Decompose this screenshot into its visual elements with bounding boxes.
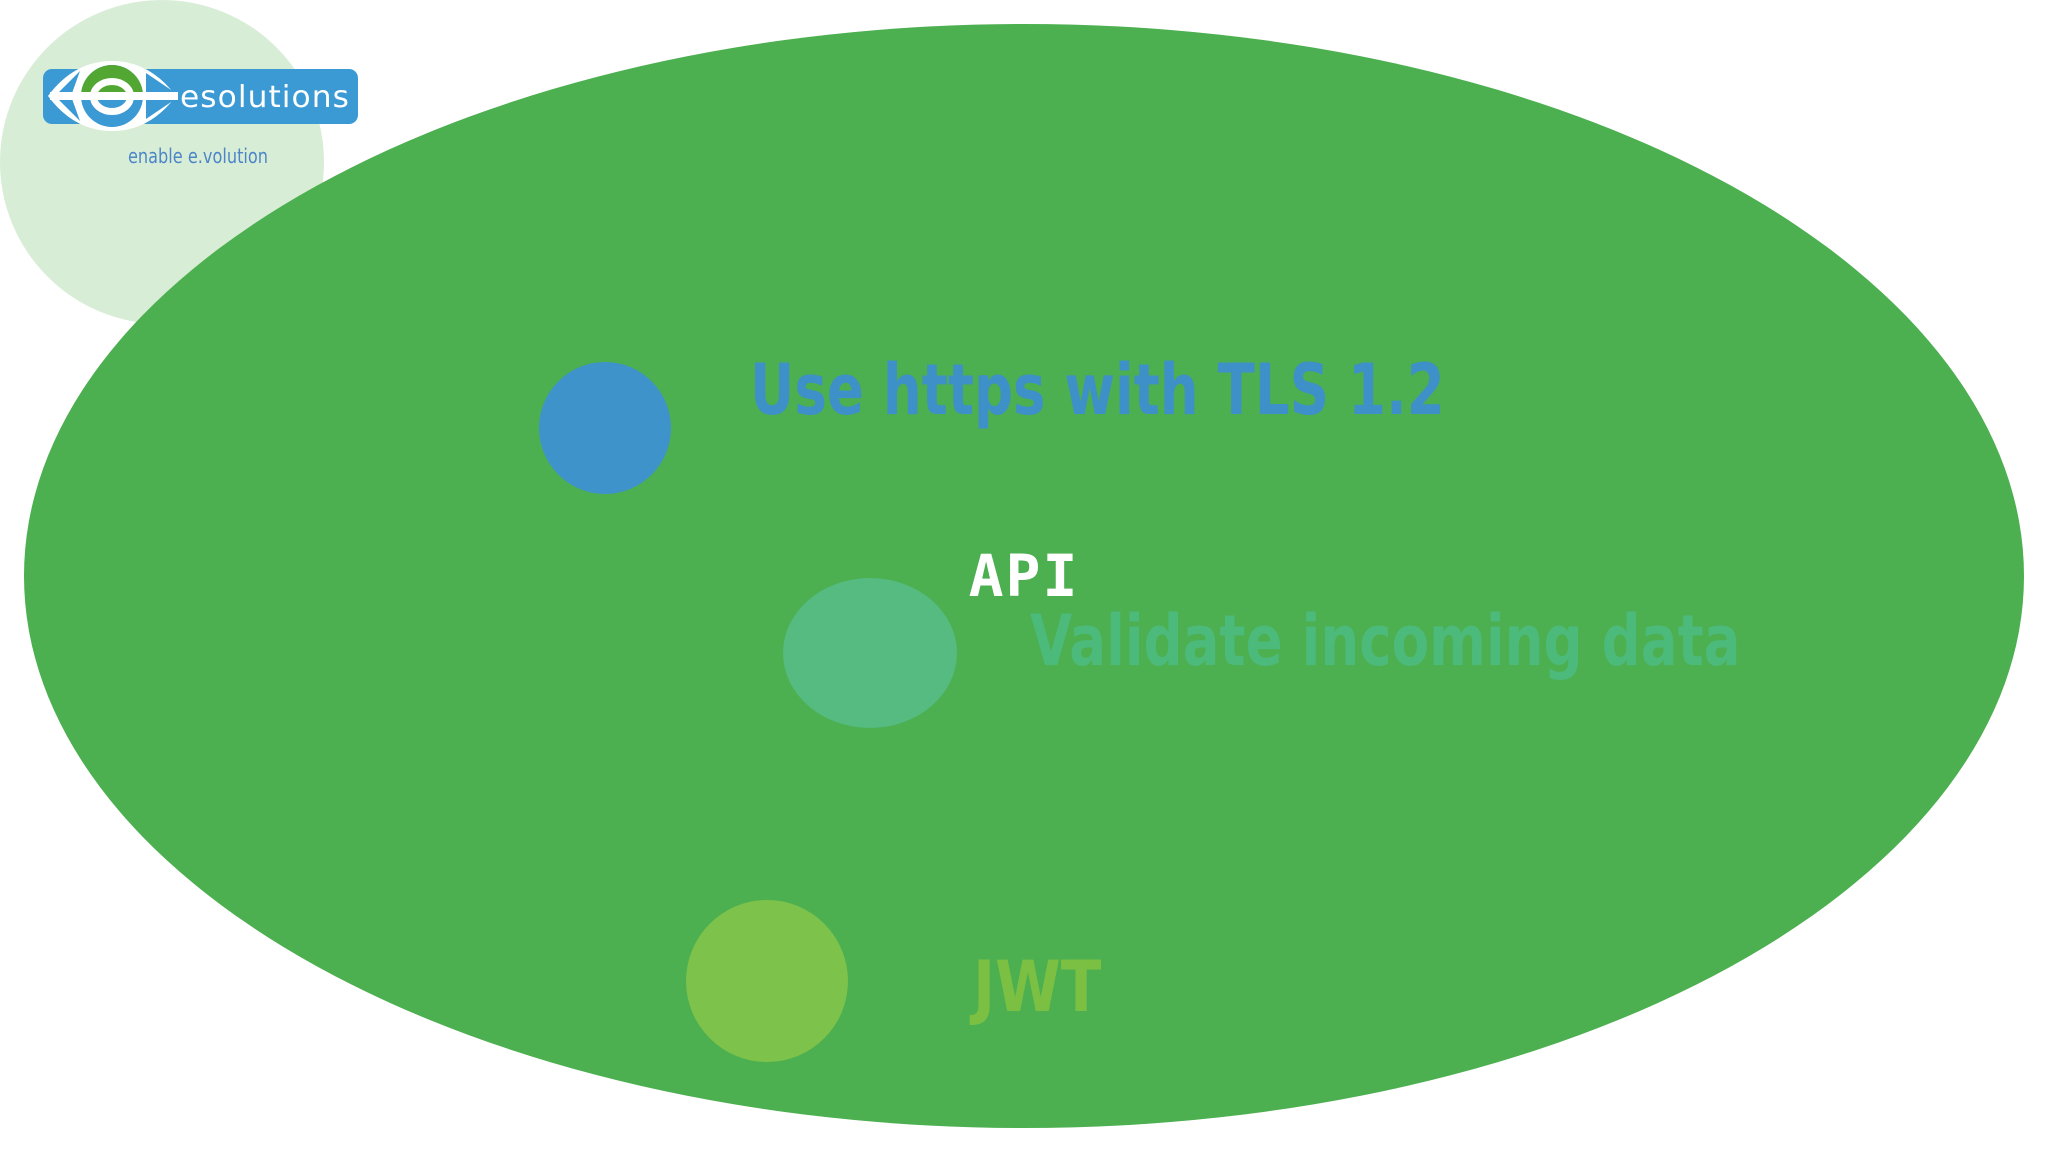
node-jwt [686, 900, 848, 1062]
label-validate: Validate incoming data [1030, 600, 1741, 682]
label-https: Use https with TLS 1.2 [750, 349, 1445, 431]
logo-tagline: enable e.volution [128, 144, 268, 168]
api-center-node: API [24, 24, 2024, 1128]
logo-eye-ring [90, 78, 134, 115]
label-jwt: JWT [973, 946, 1102, 1028]
node-validate [783, 578, 957, 728]
node-https [539, 362, 671, 494]
company-logo: esolutions enable e.volution [43, 61, 358, 168]
api-center-label: API [968, 542, 1080, 610]
esolutions-logo-icon [43, 61, 358, 131]
logo-brand-text: esolutions [180, 80, 350, 115]
logo-equator-band [50, 92, 178, 100]
